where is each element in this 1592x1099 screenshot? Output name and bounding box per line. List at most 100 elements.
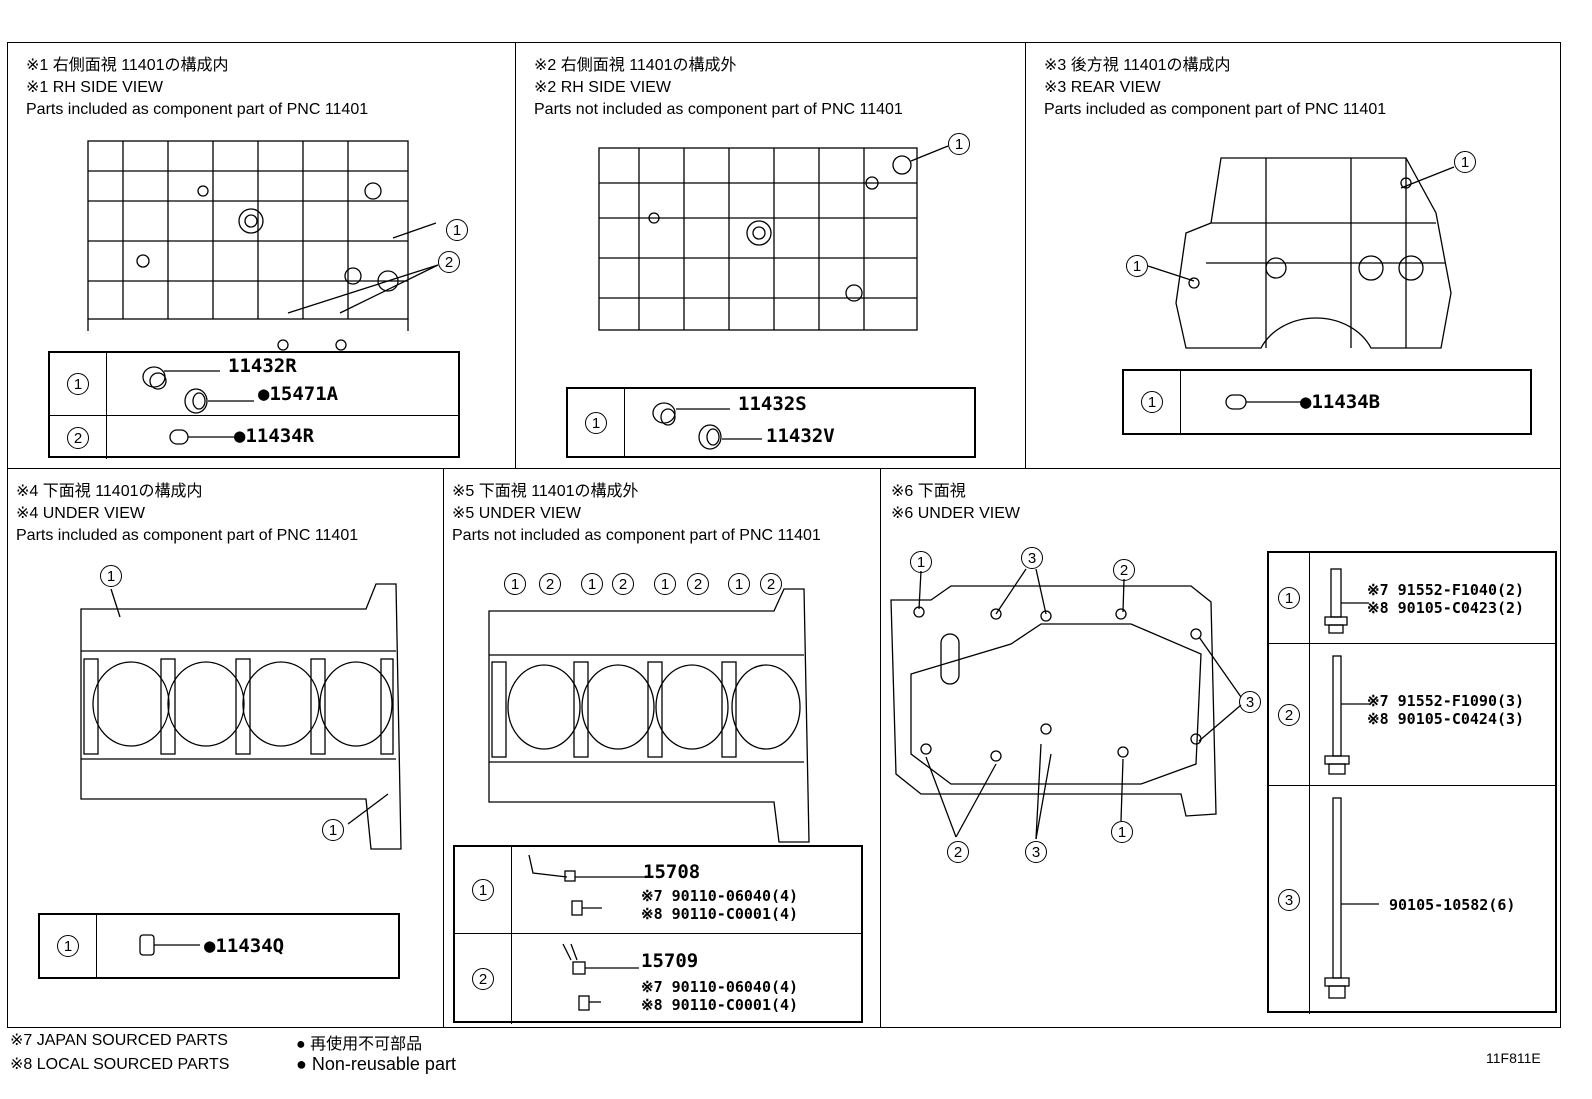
legend-row-1: 1 11432S 11432V (568, 389, 974, 456)
bolt-part-number-local: ※8 90110-C0001(4) (641, 996, 799, 1014)
legend-row-2: 2 ※7 91552-F1090(3) ※8 90105-C0424(3) (1269, 643, 1555, 786)
footnote-local-sourced: ※8 LOCAL SOURCED PARTS (10, 1056, 230, 1073)
panel-title-en: ※6 UNDER VIEW (891, 505, 1020, 522)
bolt-part-number-jp: ※7 90110-06040(4) (641, 978, 799, 996)
part-number-11434Q: ●11434Q (204, 935, 285, 957)
callout-1-p1: 1 (446, 219, 468, 241)
panel-title-en: ※4 UNDER VIEW (16, 505, 145, 522)
part-number-11434B: ●11434B (1300, 391, 1381, 413)
legend-row-1: 1 ※7 91552-F1040(2) ※8 90105-C0423(2) (1269, 553, 1555, 643)
part-number-11434R: ●11434R (234, 425, 315, 447)
callout-2-p5-b: 2 (612, 573, 634, 595)
legend-table-p2: 1 11432S 11432V (566, 387, 976, 458)
panel-rear-view-included: ※3 後方視 11401の構成内 ※3 REAR VIEW Parts incl… (1025, 42, 1561, 469)
callout-1-p5-a: 1 (504, 573, 526, 595)
panel-rh-side-view-not-included: ※2 右側面視 11401の構成外 ※2 RH SIDE VIEW Parts … (515, 42, 1026, 469)
part-number-15709: 15709 (641, 950, 699, 972)
engine-block-rh-side-drawing (598, 147, 918, 331)
callout-2-p5-c: 2 (687, 573, 709, 595)
callout-2-p6-top: 2 (1113, 559, 1135, 581)
footnote-non-reusable-en: ● Non-reusable part (296, 1054, 456, 1074)
legend-row-1: 1 ●11434B (1124, 371, 1530, 433)
legend-table-p6: 1 ※7 91552-F1040(2) ※8 90105-C0423(2) 2 … (1267, 551, 1557, 1014)
callout-leaders-p3 (1147, 166, 1455, 282)
legend-table-p4: 1 ●11434Q (38, 913, 400, 979)
callout-2-p1: 2 (438, 251, 460, 273)
panel-description: Parts included as component part of PNC … (1044, 101, 1387, 118)
callout-2-p5-a: 2 (539, 573, 561, 595)
callout-1-p4-bottom: 1 (322, 819, 344, 841)
panel-description: Parts included as component part of PNC … (26, 101, 369, 118)
panel-title-jp: ※4 下面視 11401の構成内 (16, 483, 203, 500)
footnote-japan-sourced: ※7 JAPAN SOURCED PARTS (10, 1032, 228, 1049)
part-number-15708: 15708 (643, 861, 701, 883)
bolt-part-number-local: ※8 90105-C0424(3) (1367, 710, 1525, 728)
callout-3-p6-right: 3 (1239, 691, 1261, 713)
callout-leaders-p2 (910, 145, 949, 162)
engine-block-rh-side-drawing (87, 140, 409, 351)
legend-num-1: 1 (1141, 391, 1163, 413)
legend-num-1: 1 (67, 373, 89, 395)
panel-under-view-not-included: ※5 下面視 11401の構成外 ※5 UNDER VIEW Parts not… (443, 468, 881, 1028)
panel-title-jp: ※5 下面視 11401の構成外 (452, 483, 639, 500)
panel-title-jp: ※6 下面視 (891, 483, 966, 500)
part-number-11432R: 11432R (228, 355, 297, 377)
callout-1-p6-bottom: 1 (1111, 821, 1133, 843)
panel-under-view-bolts: ※6 下面視 ※6 UNDER VIEW 1 3 2 3 2 3 1 1 (880, 468, 1561, 1028)
panel-title-jp: ※3 後方視 11401の構成内 (1044, 57, 1231, 74)
callout-3-p6-top: 3 (1021, 547, 1043, 569)
part-number-11432S: 11432S (738, 393, 807, 415)
callout-2-p6-bottom: 2 (947, 841, 969, 863)
panel-rh-side-view-included: ※1 右側面視 11401の構成内 ※1 RH SIDE VIEW Parts … (7, 42, 516, 469)
callout-1-p3-top: 1 (1454, 151, 1476, 173)
callout-1-p5-b: 1 (581, 573, 603, 595)
callout-1-p5-c: 1 (654, 573, 676, 595)
callout-leaders-p1 (287, 222, 439, 314)
legend-num-2: 2 (67, 426, 89, 449)
callout-1-p6-left: 1 (910, 551, 932, 573)
part-number-11432V: 11432V (766, 425, 835, 447)
panel-under-view-included: ※4 下面視 11401の構成内 ※4 UNDER VIEW Parts inc… (7, 468, 444, 1028)
bolt-part-number-10582: 90105-10582(6) (1389, 896, 1516, 914)
panel-description: Parts not included as component part of … (534, 101, 903, 118)
panel-description: Parts included as component part of PNC … (16, 527, 359, 544)
engine-block-rear-drawing (1175, 157, 1452, 349)
panel-title-en: ※3 REAR VIEW (1044, 79, 1161, 96)
callout-1-p4-top: 1 (100, 565, 122, 587)
legend-row-2: 2 ●11434R (50, 415, 458, 459)
panel-title-jp: ※2 右側面視 11401の構成外 (534, 57, 737, 74)
panel-title-en: ※5 UNDER VIEW (452, 505, 581, 522)
legend-row-2: 2 15709 ※7 90110-06040(4) ※8 90110-C0001… (455, 933, 861, 1024)
callout-2-p5-d: 2 (760, 573, 782, 595)
legend-row-1: 1 ●11434Q (40, 915, 398, 977)
callout-leaders-p4 (110, 588, 389, 825)
callout-1-p5-d: 1 (728, 573, 750, 595)
legend-num-1: 1 (585, 411, 607, 434)
part-number-15471A: ●15471A (258, 383, 339, 405)
bolt-part-number-jp: ※7 91552-F1090(3) (1367, 692, 1525, 710)
legend-num-3: 3 (1278, 889, 1300, 911)
legend-num-1: 1 (1278, 587, 1300, 609)
engine-block-under-drawing (80, 583, 402, 850)
legend-table-p1: 1 11432R ●15471A 2 ●11434R (48, 351, 460, 459)
bolt-part-number-jp: ※7 90110-06040(4) (641, 887, 799, 905)
illustration-code: 11F811E (1486, 1050, 1541, 1066)
legend-table-p5: 1 15708 ※7 90110-06040(4) ※8 90110-C0001… (453, 845, 863, 1024)
legend-row-1: 1 11432R ●15471A (50, 353, 458, 415)
legend-num-2: 2 (472, 968, 494, 990)
panel-description: Parts not included as component part of … (452, 527, 821, 544)
callout-leaders-p6 (918, 568, 1242, 840)
legend-num-2: 2 (1278, 704, 1300, 726)
bolt-part-number-jp: ※7 91552-F1040(2) (1367, 581, 1525, 599)
callout-3-p6-bottom: 3 (1025, 841, 1047, 863)
callout-1-p2: 1 (948, 133, 970, 155)
callout-1-p3-left: 1 (1126, 255, 1148, 277)
legend-row-3: 3 90105-10582(6) (1269, 785, 1555, 1014)
bolt-part-number-local: ※8 90105-C0423(2) (1367, 599, 1525, 617)
engine-block-under-drawing (488, 588, 810, 843)
panel-title-en: ※1 RH SIDE VIEW (26, 79, 163, 96)
legend-table-p3: 1 ●11434B (1122, 369, 1532, 435)
legend-num-1: 1 (57, 935, 79, 957)
legend-row-1: 1 15708 ※7 90110-06040(4) ※8 90110-C0001… (455, 847, 861, 933)
footnote-non-reusable-jp: ● 再使用不可部品 (296, 1036, 423, 1053)
